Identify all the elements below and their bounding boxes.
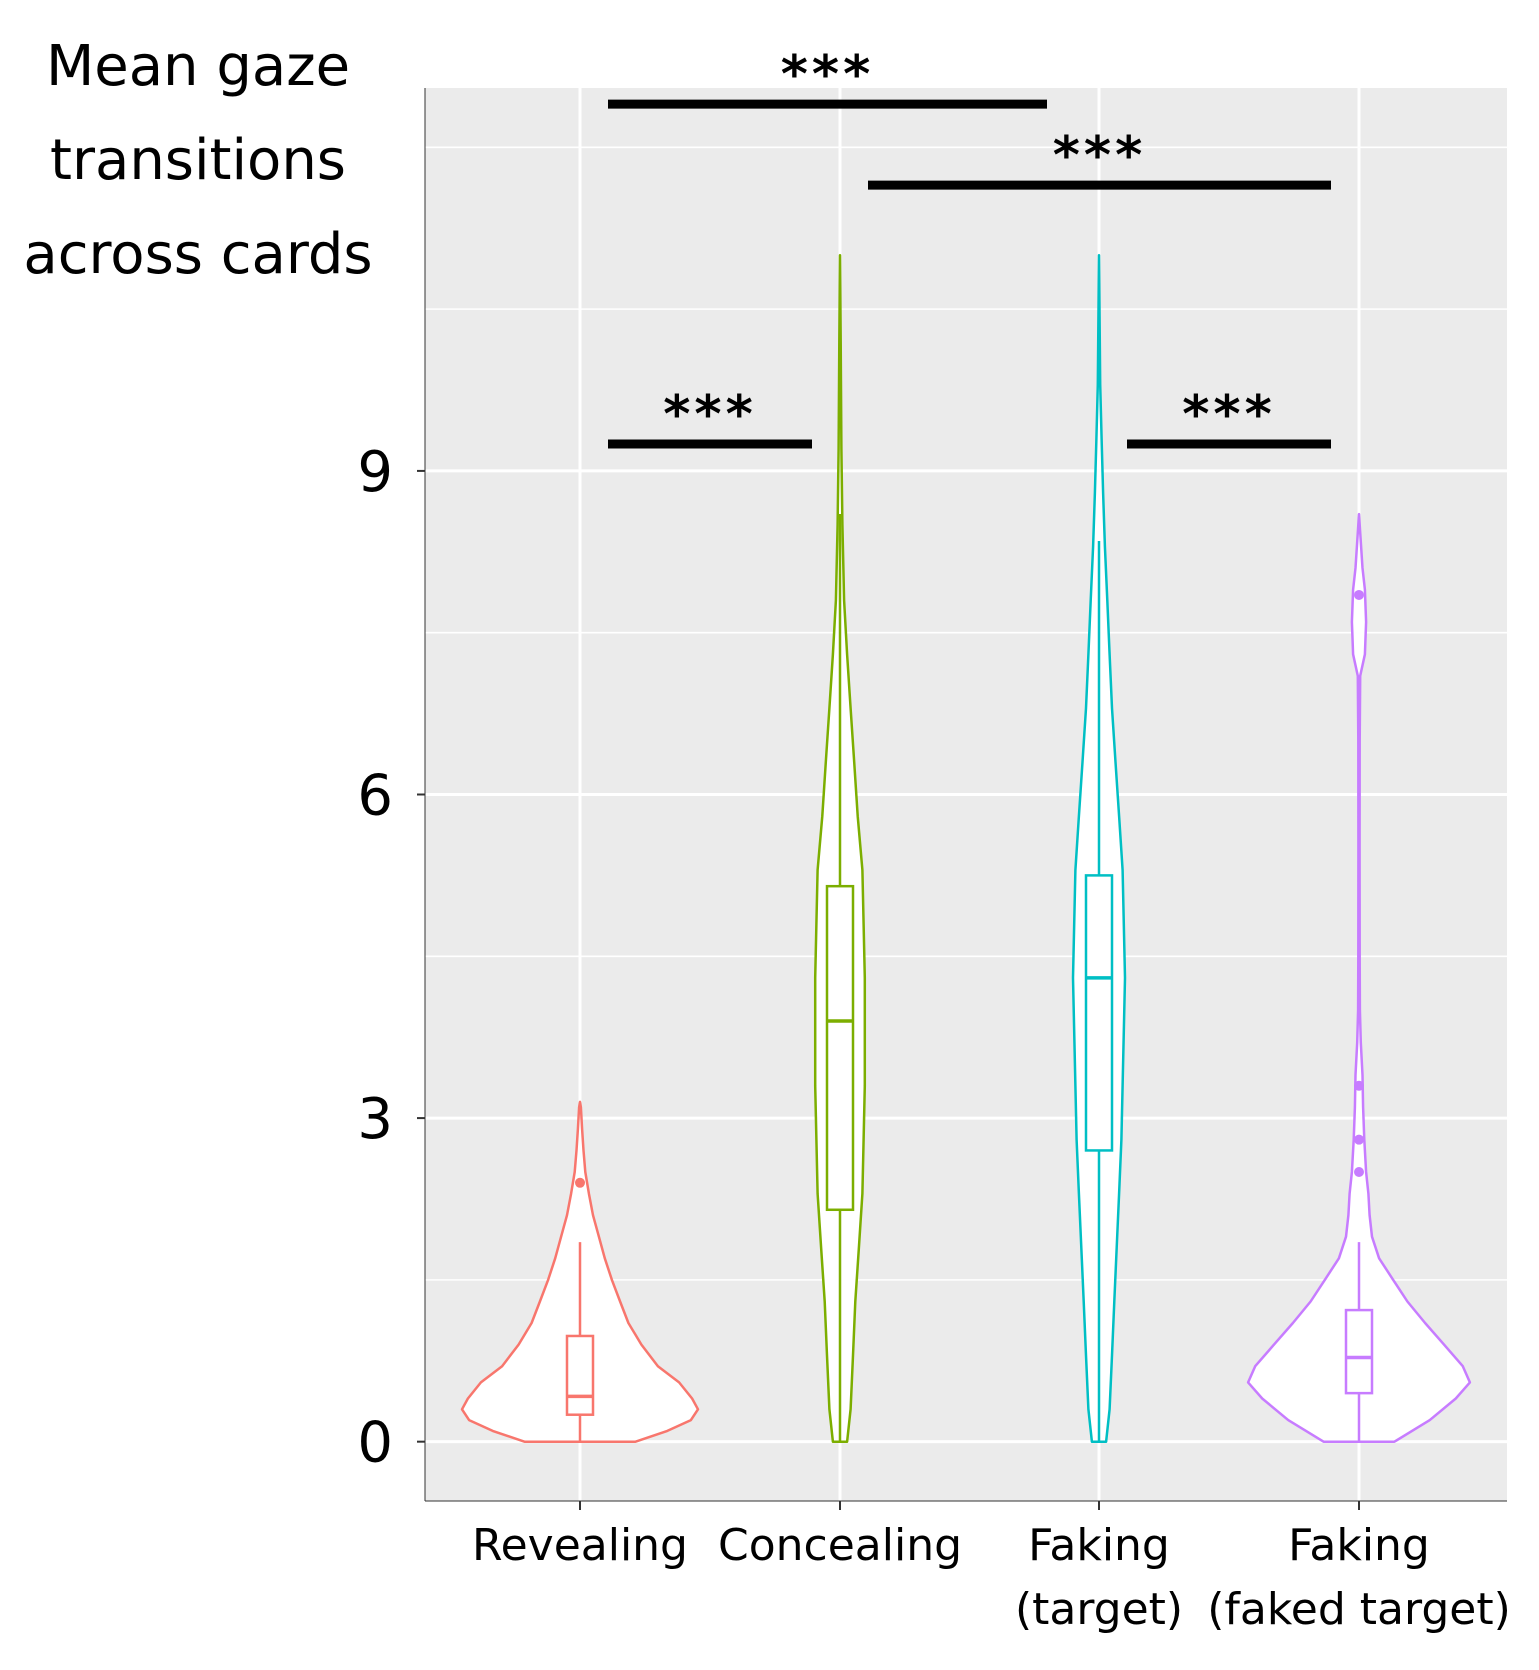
significance-label: *** [1182,385,1276,445]
axis-labels: Mean gaze transitions across cards [23,34,372,287]
outlier-point [1354,1167,1364,1178]
y-tick-label: 3 [357,1087,393,1152]
significance-annotations: *** *** *** *** [608,45,1331,449]
outlier-point [1354,1134,1364,1145]
x-tick-label: (faked target) [1207,1584,1510,1635]
box [1084,874,1114,1152]
y-axis-title: across cards [23,222,372,287]
x-tick-label: Revealing [472,1520,688,1571]
box [565,1334,595,1416]
y-tick-label: 0 [357,1411,393,1476]
x-tick-label: Concealing [718,1520,962,1571]
outlier-point [1354,589,1364,600]
significance-label: *** [1053,126,1147,186]
x-tick-label: Faking [1288,1520,1430,1571]
significance-label: *** [663,385,757,445]
outlier-point [575,1177,585,1188]
violin-shape [1246,512,1472,1443]
y-axis-title: Mean gaze [46,34,350,99]
x-tick-label: (target) [1015,1584,1183,1635]
x-tick-label: Faking [1028,1520,1170,1571]
y-tick-label: 9 [357,440,393,505]
box [1344,1308,1374,1395]
y-tick-label: 6 [357,764,393,829]
significance-label: *** [781,45,875,105]
y-axis-title: transitions [50,128,346,193]
outlier-point [1354,1080,1364,1091]
violins [460,253,1472,1443]
box [825,884,855,1212]
